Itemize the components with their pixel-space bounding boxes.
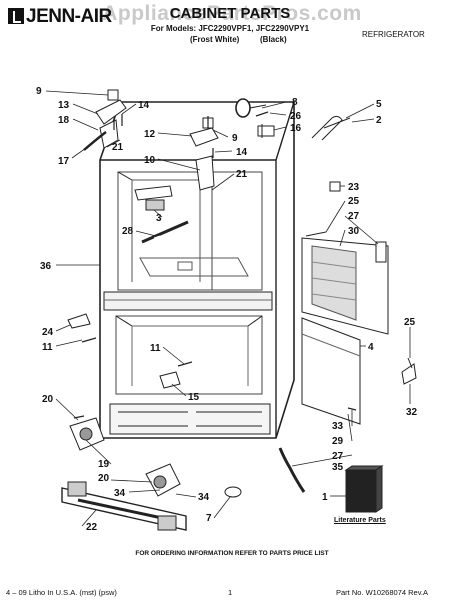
callout-12: 12 [144,129,156,140]
leader-lines [45,90,411,527]
callout-14: 14 [236,147,248,158]
callout-25: 25 [404,317,416,328]
callout-24: 24 [42,327,54,338]
callout-3: 3 [156,213,162,224]
callout-9: 9 [232,133,238,144]
callout-27: 27 [332,451,344,462]
door-switch-assembly [235,98,275,138]
drain-tube [278,447,306,493]
condenser-cover [301,231,389,335]
part-number: Part No. W10268074 Rev.A [336,588,428,597]
side-bracket [401,357,417,385]
bottom-left-hinge [69,417,105,451]
callout-13: 13 [58,100,70,111]
control-housing [134,185,189,244]
clip-part [329,181,341,192]
callout-19: 19 [98,459,110,470]
literature-parts-label: Literature Parts [334,517,386,524]
callout-8: 8 [292,97,298,108]
toe-grille [61,481,187,531]
callout-1: 1 [322,492,328,503]
callout-10: 10 [144,155,156,166]
water-valve-tube [311,115,351,141]
variant-black: (Black) [260,35,287,44]
callout-16: 16 [290,123,302,134]
model-numbers: For Models: JFC2290VPF1, JFC2290VPY1 [150,24,310,33]
callout-9: 9 [36,86,42,97]
watermark: AppliancePartsPros.com [102,2,362,25]
callout-11: 11 [42,342,53,353]
bottom-right-hinge [145,463,181,497]
brand-mark-icon [8,8,24,24]
callout-5: 5 [376,99,382,110]
callout-20: 20 [42,394,54,405]
plug-cap [224,486,242,498]
literature-booklet [344,465,384,513]
print-info: 4 – 09 Litho In U.S.A. (mst) (psw) [6,588,117,597]
callout-29: 29 [332,436,344,447]
callout-22: 22 [86,522,98,533]
callout-labels: 9 13 18 17 14 12 9 14 10 21 21 8 26 16 5… [36,86,418,533]
page-title: CABINET PARTS [169,5,291,22]
callout-20: 20 [98,473,110,484]
callout-23: 23 [348,182,360,193]
callout-11: 11 [150,343,161,354]
cabinet-body [99,101,295,439]
callout-14: 14 [138,100,150,111]
callout-34: 34 [114,488,126,499]
variant-frost-white: (Frost White) [190,35,240,44]
brand-logo: JENN-AIR [8,6,112,28]
rail-bracket [159,371,181,389]
callout-30: 30 [348,226,360,237]
callout-21: 21 [112,142,124,153]
callout-2: 2 [376,115,382,126]
callout-25: 25 [348,196,360,207]
callout-35: 35 [332,462,344,473]
callout-28: 28 [122,226,134,237]
callout-4: 4 [368,342,374,353]
callout-27: 27 [348,211,360,222]
page-number: 1 [228,588,233,597]
brand-name: JENN-AIR [26,6,112,27]
callout-7: 7 [206,513,212,524]
callout-18: 18 [58,115,70,126]
callout-26: 26 [290,111,302,122]
callout-15: 15 [188,392,200,403]
callout-17: 17 [58,156,70,167]
rear-access-panel [301,317,361,425]
hinge-bracket [67,313,91,329]
callout-33: 33 [332,421,344,432]
callout-36: 36 [40,261,52,272]
callout-32: 32 [406,407,418,418]
callout-21: 21 [236,169,248,180]
ordering-note: FOR ORDERING INFORMATION REFER TO PARTS … [135,550,329,557]
product-type: REFRIGERATOR [362,30,425,39]
callout-34: 34 [198,492,210,503]
